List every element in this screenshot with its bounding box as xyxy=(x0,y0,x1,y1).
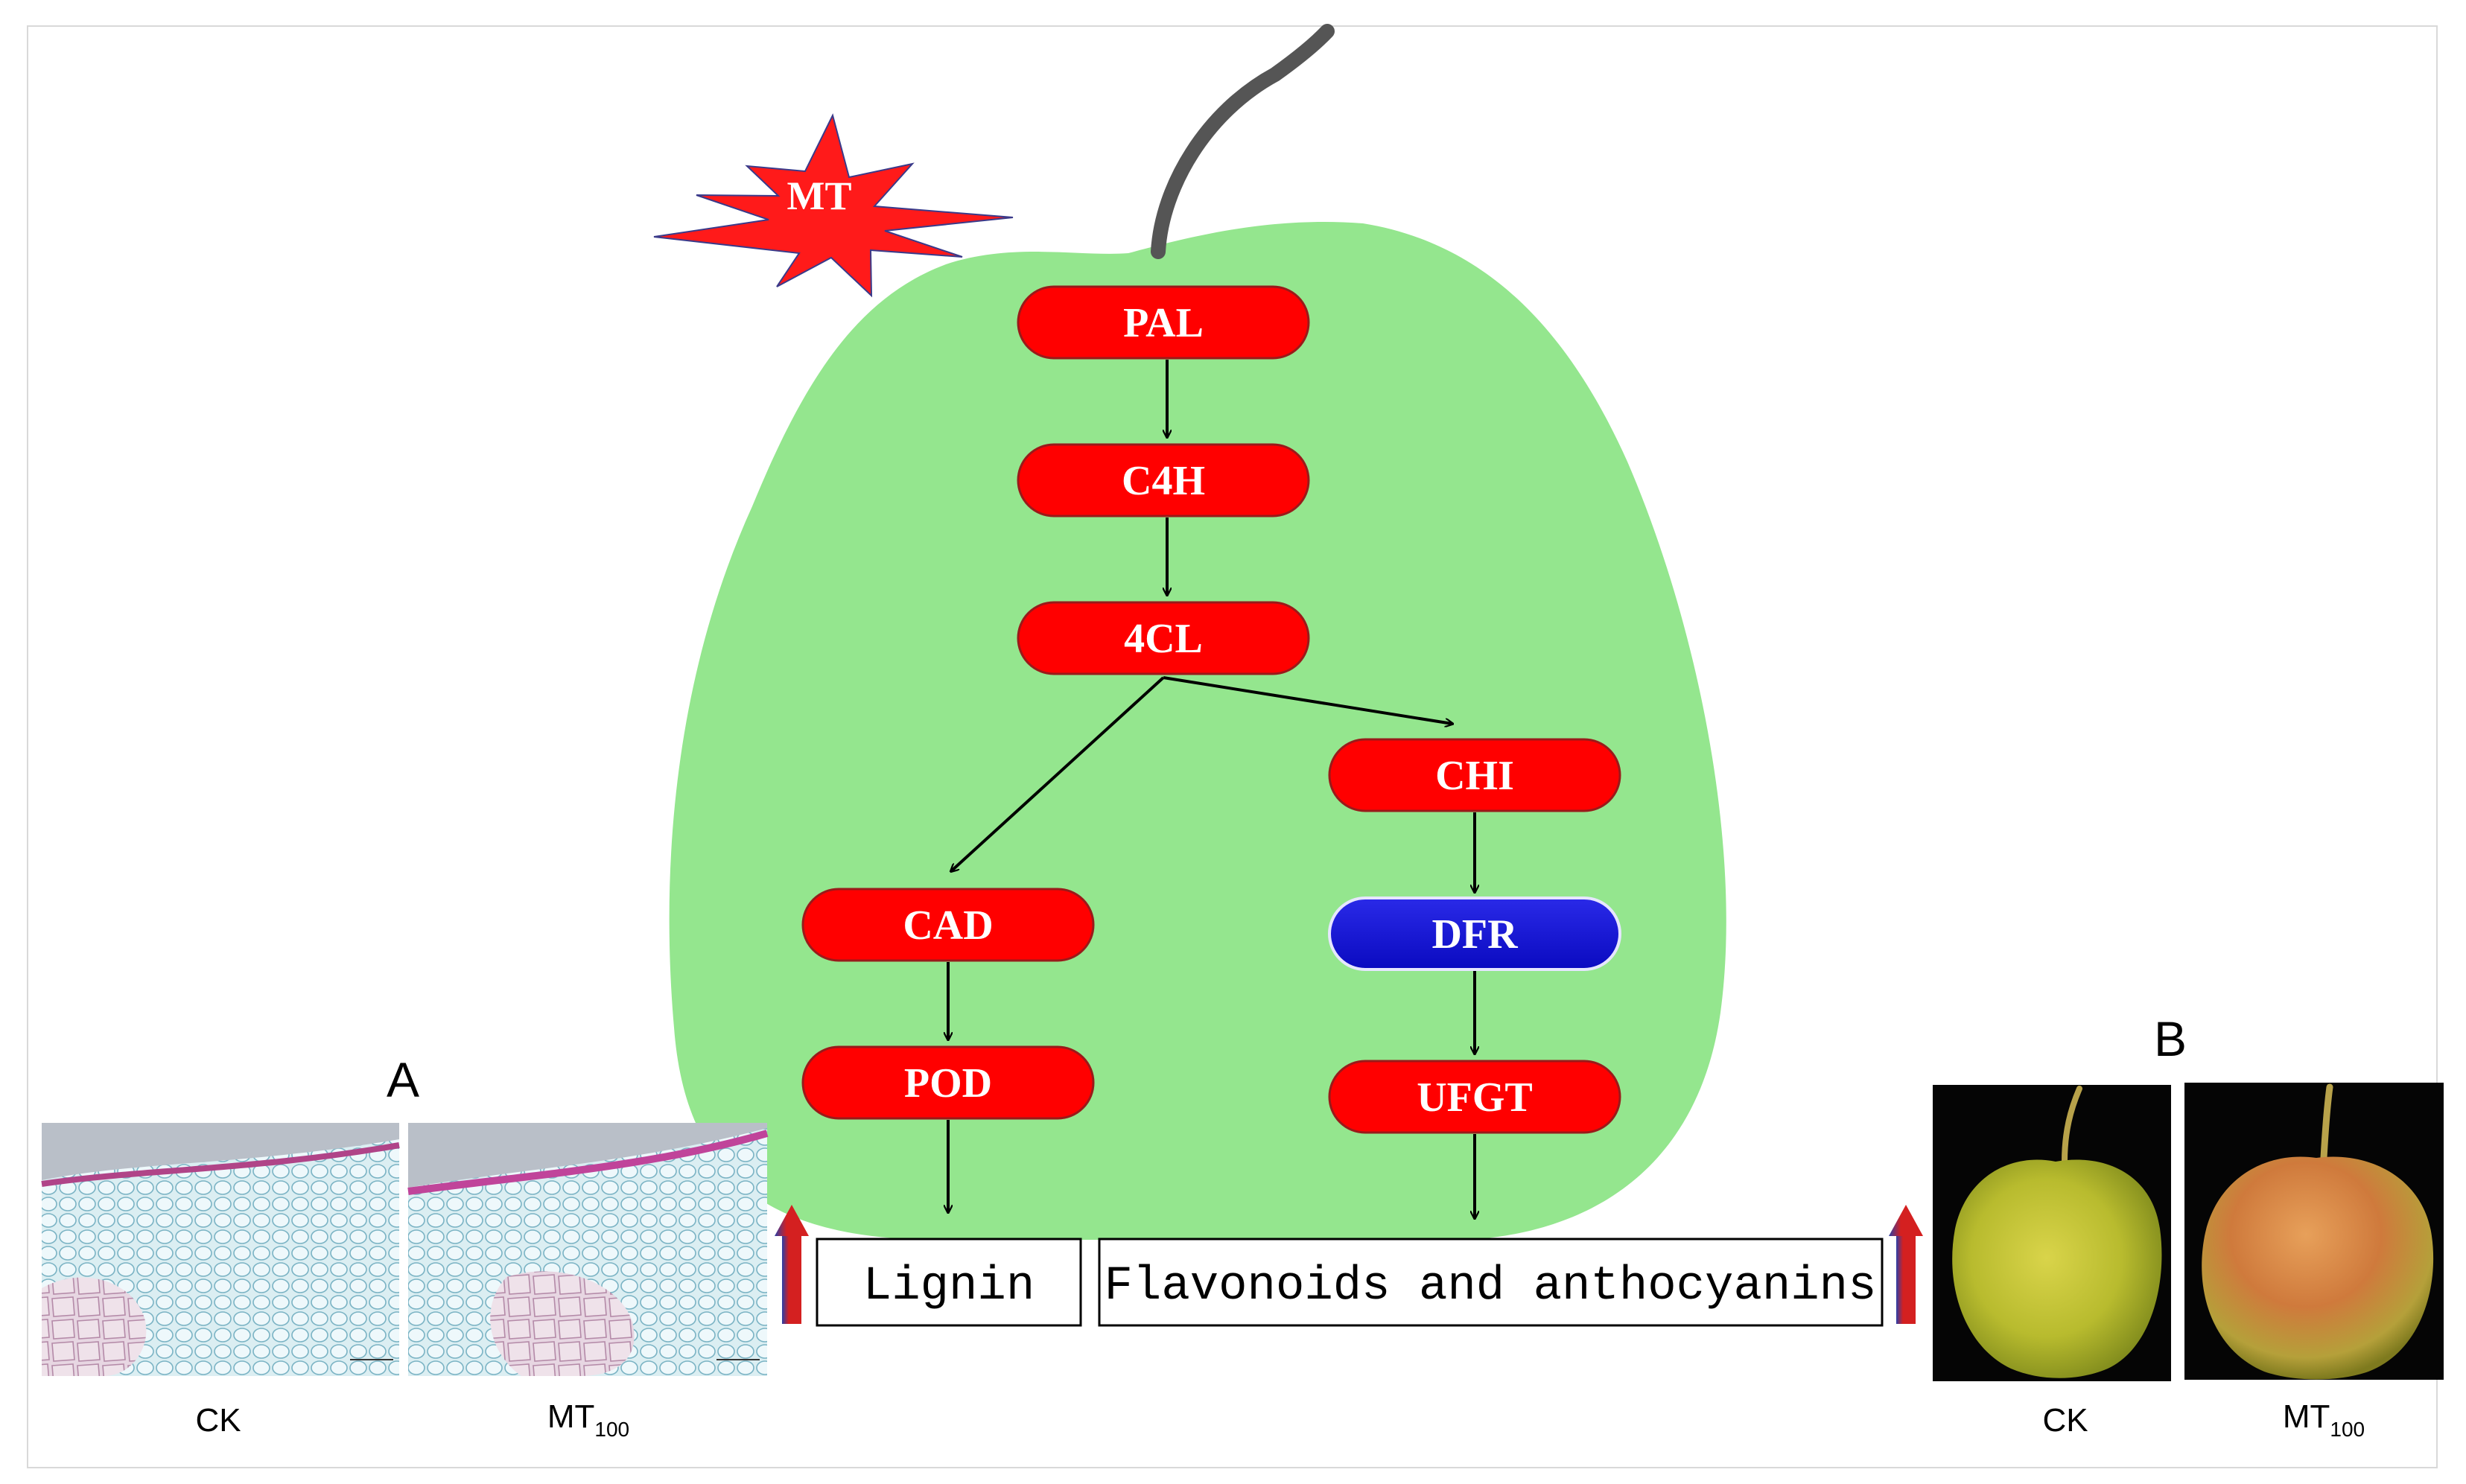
panel-b-ck-label: CK xyxy=(2042,1402,2088,1439)
arrow-4cl-chi xyxy=(1163,676,1452,724)
node-c4h: C4H xyxy=(1017,443,1310,518)
increase-arrow-right xyxy=(1889,1205,1923,1324)
photo-fruit-ck xyxy=(1933,1085,2171,1381)
node-pal: PAL xyxy=(1017,285,1310,360)
svg-text:PAL: PAL xyxy=(1123,300,1204,346)
node-dfr: DFR xyxy=(1328,897,1621,971)
node-pod: POD xyxy=(801,1045,1095,1120)
svg-text:Lignin: Lignin xyxy=(863,1260,1035,1313)
svg-text:4CL: 4CL xyxy=(1124,616,1203,662)
fruit-body-shape xyxy=(669,222,1726,1241)
micrograph-mt100 xyxy=(407,1123,769,1376)
photo-fruit-mt100 xyxy=(2184,1083,2444,1380)
mt-starburst: MT xyxy=(653,113,1014,298)
product-lignin-box: Lignin xyxy=(816,1238,1082,1327)
svg-text:DFR: DFR xyxy=(1431,911,1518,958)
svg-text:C4H: C4H xyxy=(1122,458,1205,504)
svg-text:Flavonoids and anthocyanins: Flavonoids and anthocyanins xyxy=(1105,1260,1877,1313)
panel-b-letter: B xyxy=(2154,1011,2187,1066)
arrow-4cl-cad xyxy=(951,676,1165,871)
node-chi: CHI xyxy=(1328,738,1621,812)
panel-a-letter: A xyxy=(387,1052,419,1107)
svg-text:POD: POD xyxy=(904,1060,992,1106)
pathway-arrows xyxy=(948,360,1475,1218)
panel-a-mt100-label: MT100 xyxy=(547,1398,629,1441)
increase-arrow-left xyxy=(775,1205,809,1324)
node-ufgt: UFGT xyxy=(1328,1060,1621,1134)
product-flavonoids-box: Flavonoids and anthocyanins xyxy=(1098,1238,1884,1327)
panel-a-ck-label: CK xyxy=(195,1402,241,1439)
mt-label: MT xyxy=(787,173,852,218)
panel-b-mt100-label: MT100 xyxy=(2283,1398,2365,1441)
svg-text:CHI: CHI xyxy=(1435,753,1514,799)
fruit-stem xyxy=(1151,24,1335,259)
micrograph-ck xyxy=(41,1123,400,1376)
svg-text:UFGT: UFGT xyxy=(1417,1074,1533,1121)
figure-border xyxy=(27,25,2438,1468)
node-4cl: 4CL xyxy=(1017,601,1310,675)
svg-text:CAD: CAD xyxy=(903,902,993,949)
node-cad: CAD xyxy=(801,888,1095,962)
